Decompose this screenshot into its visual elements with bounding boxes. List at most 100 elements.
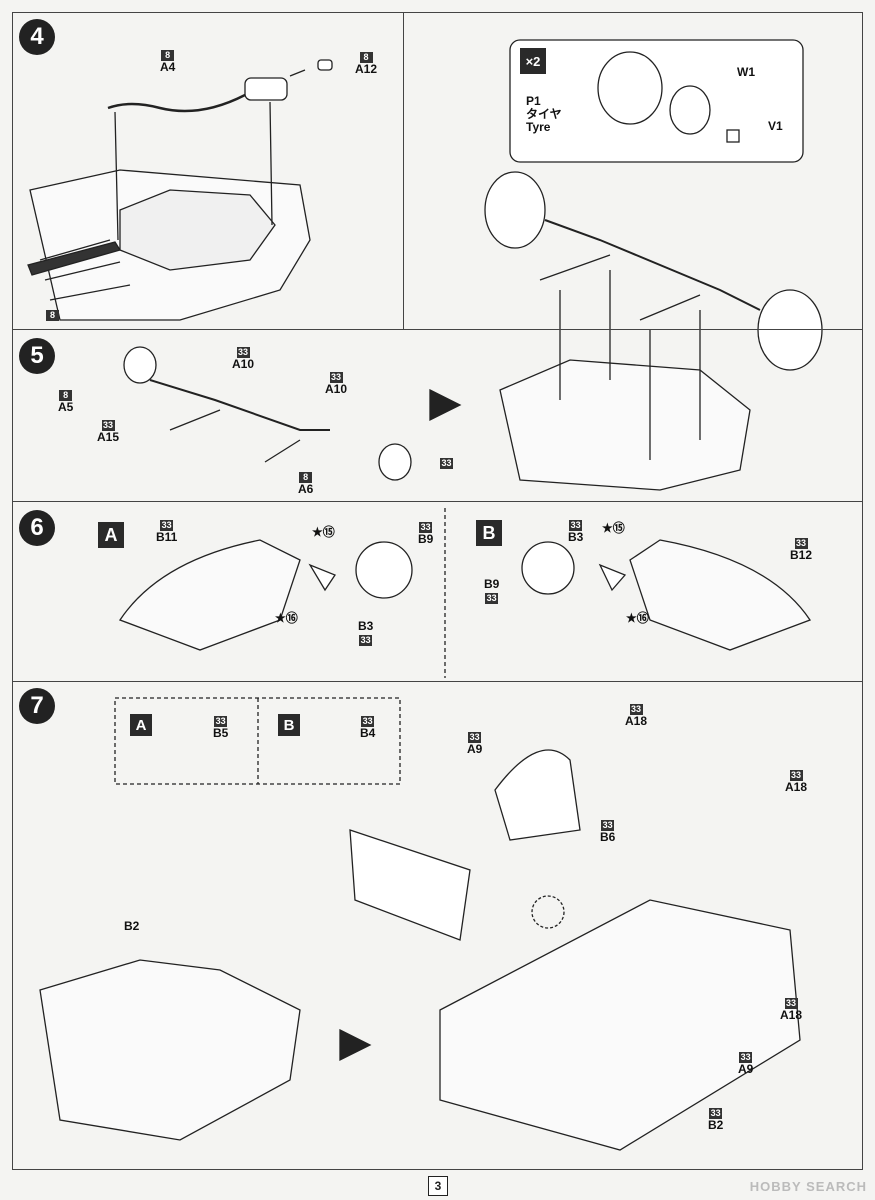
step-number: 6 [19, 510, 55, 546]
sprue-group-badge: 33 [569, 520, 583, 531]
step-number: 7 [19, 688, 55, 724]
part-code: B4 [360, 726, 376, 740]
color-callout-15: ★⑮ [312, 525, 335, 539]
sprue-group-badge: 8 [46, 310, 59, 321]
sprue-group-badge: 8 [161, 50, 175, 61]
part-code: B3 [358, 619, 374, 633]
part-name-en: Tyre [526, 120, 551, 134]
part-label-a18-right: 33 A18 [785, 768, 807, 794]
part-code: P1 [526, 94, 541, 108]
sprue-group-badge: 8 [299, 472, 313, 483]
part-label-a5: 8 A5 [58, 388, 73, 414]
part-label-a18-top: 33 A18 [625, 702, 647, 728]
sprue-group-badge: 8 [359, 52, 373, 63]
part-label-b6: 33 B6 [600, 818, 615, 844]
sprue-group-badge: 33 [101, 420, 115, 431]
sprue-group-badge: 33 [739, 1052, 753, 1063]
part-label-b9-right: B9 33 [484, 578, 499, 604]
part-code: A15 [97, 430, 120, 444]
part-label-p1: P1 タイヤ Tyre [526, 95, 562, 134]
variant-a-badge: A [130, 714, 152, 736]
sprue-group-badge: 33 [468, 732, 482, 743]
variant-b-badge: B [476, 520, 502, 546]
part-code: A9 [467, 742, 483, 756]
sprue-group-badge: 33 [236, 347, 250, 358]
part-label-b2-low: 33 B2 [708, 1106, 723, 1132]
part-label-a6: 8 A6 [298, 470, 313, 496]
color-number: ⑮ [322, 525, 335, 539]
part-code: A18 [780, 1008, 803, 1022]
part-label-b11: 33 B11 [156, 518, 177, 544]
part-label-a18-low: 33 A18 [780, 996, 802, 1022]
sprue-group-badge: 33 [160, 520, 174, 531]
part-code: B2 [708, 1118, 724, 1132]
sprue-group-badge: 33 [214, 716, 228, 727]
color-number: ⑯ [636, 611, 649, 625]
part-label-a10-top: 33 A10 [232, 345, 254, 371]
sprue-group-badge: 33 [359, 635, 373, 646]
sprue-group-badge: 33 [419, 522, 433, 533]
step-5-panel: 5 [12, 330, 863, 502]
sprue-group-badge: 33 [794, 538, 808, 549]
step-6-panel: 6 [12, 502, 863, 682]
part-label-b2-left: B2 [124, 919, 140, 933]
color-callout-16-right: ★⑯ [626, 611, 649, 625]
part-label-a10-mid: 33 A10 [325, 370, 347, 396]
part-code: A6 [298, 482, 314, 496]
multiplier-badge: ×2 [520, 48, 546, 74]
sprue-group-badge: 33 [440, 458, 453, 469]
part-label-w1: W1 [737, 65, 755, 79]
part-label-b3-right: 33 B3 [568, 518, 583, 544]
part-code: A5 [58, 400, 74, 414]
paint-label: 33 [440, 456, 453, 469]
part-code: B5 [213, 726, 229, 740]
part-label-a9-top: 33 A9 [467, 730, 482, 756]
step-4-wheel-panel [404, 12, 863, 330]
part-code: B6 [600, 830, 616, 844]
part-label-a4: 8 A4 [160, 48, 175, 74]
part-code: B9 [418, 532, 434, 546]
part-code: B3 [568, 530, 584, 544]
watermark: HOBBY SEARCH [749, 1179, 867, 1194]
sprue-group-badge: 33 [629, 704, 643, 715]
part-code: A9 [738, 1062, 754, 1076]
sprue-group-badge: 33 [329, 372, 343, 383]
part-code: B12 [790, 548, 813, 562]
page-number: 3 [428, 1176, 448, 1196]
part-code: A4 [160, 60, 176, 74]
part-code: B11 [156, 530, 178, 544]
sprue-group-badge: 33 [485, 593, 499, 604]
part-label-a15: 33 A15 [97, 418, 119, 444]
step-4-panel: 4 [12, 12, 404, 330]
variant-b-badge: B [278, 714, 300, 736]
part-label-b5: 33 B5 [213, 714, 228, 740]
part-label-a9-low: 33 A9 [738, 1050, 753, 1076]
step-number: 4 [19, 19, 55, 55]
sprue-group-badge: 33 [789, 770, 803, 781]
sprue-group-badge: 8 [59, 390, 73, 401]
color-number: ⑯ [285, 611, 298, 625]
part-code: A10 [232, 357, 255, 371]
part-label-v1: V1 [768, 119, 783, 133]
part-label-floor-group: 8 [46, 308, 59, 321]
color-callout-16: ★⑯ [275, 611, 298, 625]
sprue-group-badge: 33 [601, 820, 615, 831]
part-label-b3: B3 33 [358, 620, 373, 646]
step-number: 5 [19, 338, 55, 374]
part-label-b12: 33 B12 [790, 536, 812, 562]
part-label-b4: 33 B4 [360, 714, 375, 740]
part-code: B9 [484, 577, 500, 591]
part-code: A18 [785, 780, 808, 794]
color-callout-15-right: ★⑮ [602, 521, 625, 535]
sprue-group-badge: 33 [709, 1108, 723, 1119]
part-code: A12 [355, 62, 378, 76]
part-label-a12: 8 A12 [355, 50, 377, 76]
part-code: A18 [625, 714, 648, 728]
part-code: A10 [325, 382, 348, 396]
sprue-group-badge: 33 [361, 716, 375, 727]
color-number: ⑮ [612, 521, 625, 535]
step-7-panel: 7 [12, 682, 863, 1170]
part-label-b9: 33 B9 [418, 520, 433, 546]
variant-a-badge: A [98, 522, 124, 548]
